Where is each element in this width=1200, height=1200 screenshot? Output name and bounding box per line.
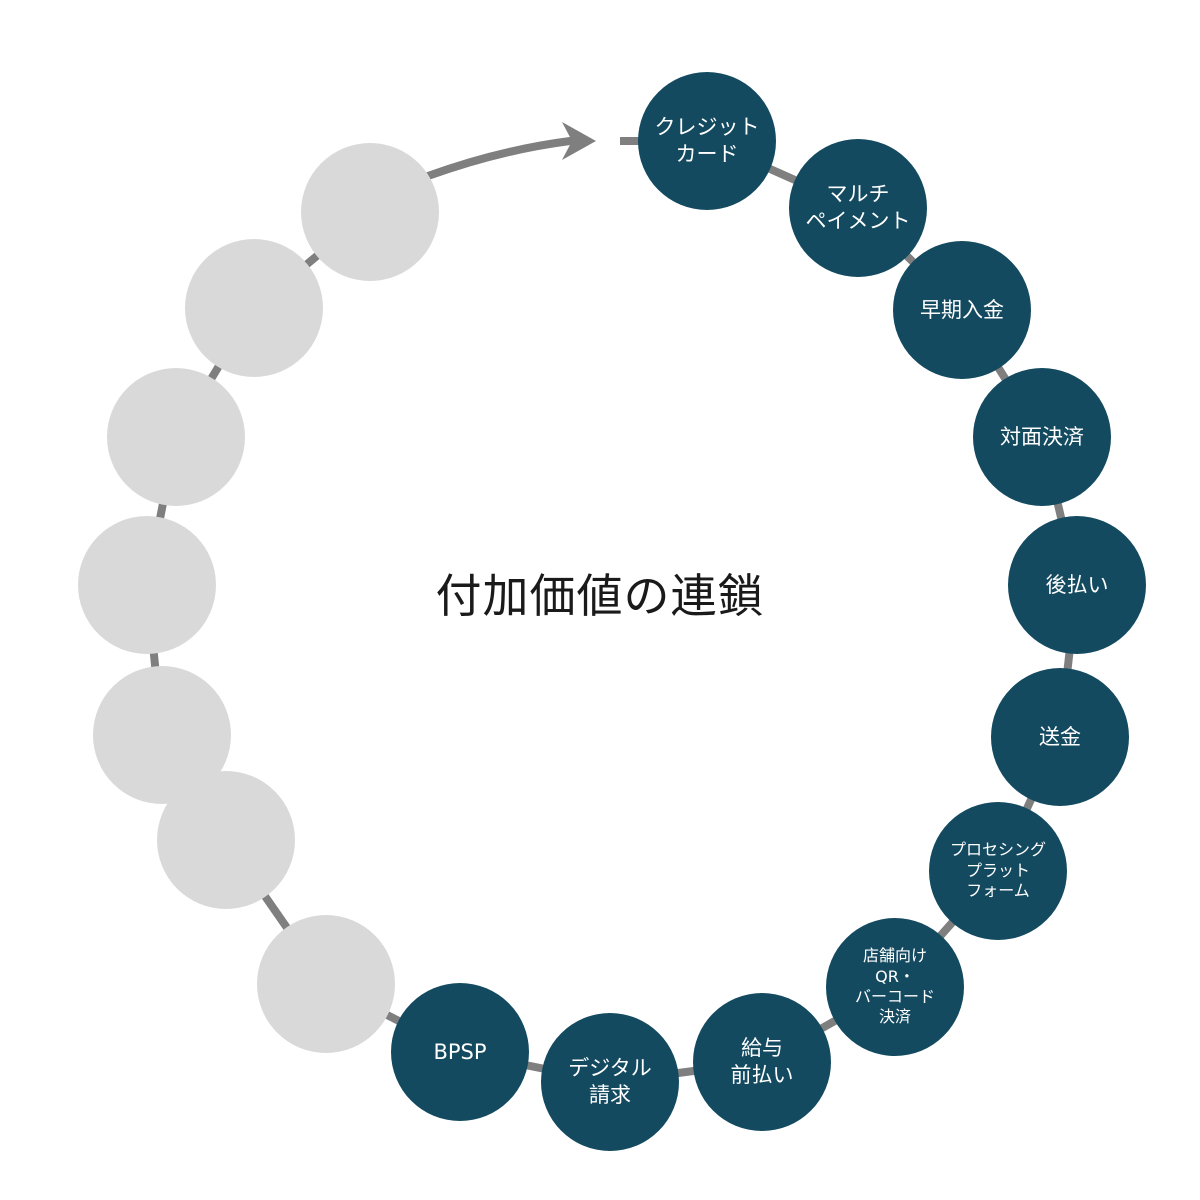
empty-chain-node xyxy=(301,143,439,281)
empty-chain-node xyxy=(257,915,395,1053)
chain-node: プロセシング プラット フォーム xyxy=(929,802,1067,940)
flow-arrow-icon xyxy=(424,137,574,180)
empty-chain-node xyxy=(185,239,323,377)
chain-node-label: デジタル 請求 xyxy=(568,1056,652,1107)
chain-node: BPSP xyxy=(391,983,529,1121)
chain-node: 早期入金 xyxy=(893,241,1031,379)
chain-node-label: 給与 前払い xyxy=(730,1036,794,1087)
chain-node: 送金 xyxy=(991,668,1129,806)
chain-node-label: 早期入金 xyxy=(920,297,1004,322)
chain-node: 給与 前払い xyxy=(693,993,831,1131)
chain-node-label: 後払い xyxy=(1045,572,1109,597)
chain-node-label: 対面決済 xyxy=(1000,424,1084,449)
empty-chain-node xyxy=(78,516,216,654)
chain-node: 対面決済 xyxy=(973,368,1111,506)
chain-node-label: マルチ ペイメント xyxy=(805,182,911,233)
chain-node-label: 店舗向け QR・ バーコード 決済 xyxy=(854,946,935,1027)
center-title: 付加価値の連鎖 xyxy=(435,569,765,623)
arrow-head-icon xyxy=(562,122,596,160)
chain-node: デジタル 請求 xyxy=(541,1013,679,1151)
chain-node-label: プロセシング プラット フォーム xyxy=(949,840,1046,901)
chain-node: クレジット カード xyxy=(638,72,776,210)
chain-node-label: 送金 xyxy=(1039,724,1081,749)
chain-node-label: クレジット カード xyxy=(654,115,760,166)
empty-chain-node xyxy=(107,368,245,506)
chain-node-label: BPSP xyxy=(433,1039,487,1064)
chain-node: マルチ ペイメント xyxy=(789,139,927,277)
chain-node: 店舗向け QR・ バーコード 決済 xyxy=(826,918,964,1056)
empty-chain-node xyxy=(93,666,231,804)
chain-node: 後払い xyxy=(1008,516,1146,654)
